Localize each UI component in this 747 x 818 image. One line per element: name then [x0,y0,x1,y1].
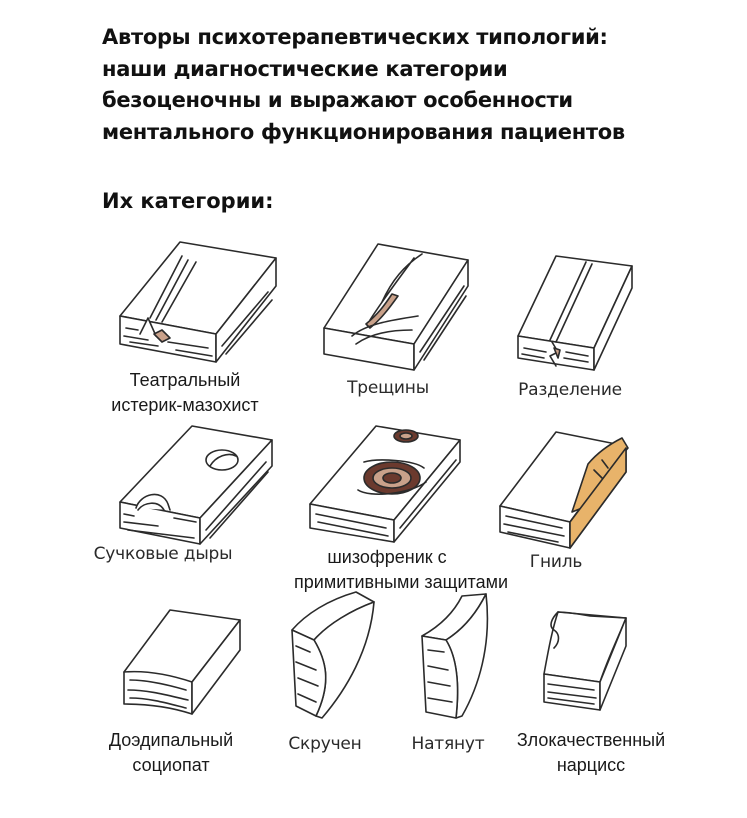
heading-line: Авторы психотерапевтических типологий: [102,25,608,49]
wood-beam-split-icon [516,252,634,372]
wood-beam-crooked-icon [420,592,492,720]
heading-line: наши диагностические категории [102,56,508,81]
wood-beam-knots-icon [306,420,464,544]
wood-beam-cupped-icon [534,602,628,714]
heading-line: безоценочны и выражают особенности [102,88,573,112]
wood-beam-bowed-icon [120,604,244,724]
caption-knot-holes: Сучковые дыры [93,544,233,564]
page-heading: Авторы психотерапевтических типологий: н… [102,22,722,148]
wood-beam-slanted-cracks-icon [118,238,280,366]
wood-beam-twisted-icon [286,590,378,720]
caption-oedipal: Доэдипальный социопат [98,728,244,778]
caption-stretched: Натянут [411,734,485,754]
wood-beam-cracks-icon [322,240,470,372]
categories-heading: Их категории: [102,189,274,213]
caption-twisted: Скручен [288,734,362,754]
wood-beam-knot-holes-icon [118,422,274,546]
caption-malignant: Злокачественный нарцисс [496,728,686,778]
caption-cracks: Трещины [347,378,429,398]
wood-beam-rot-icon [498,428,642,550]
caption-theatrical: Театральный истерик-мазохист [100,368,270,418]
caption-schizo: шизофреник с примитивными защитами [294,545,508,595]
caption-split: Разделение [518,380,622,400]
heading-line: ментального функционирования пациентов [102,119,625,144]
caption-rot: Гниль [529,552,583,572]
